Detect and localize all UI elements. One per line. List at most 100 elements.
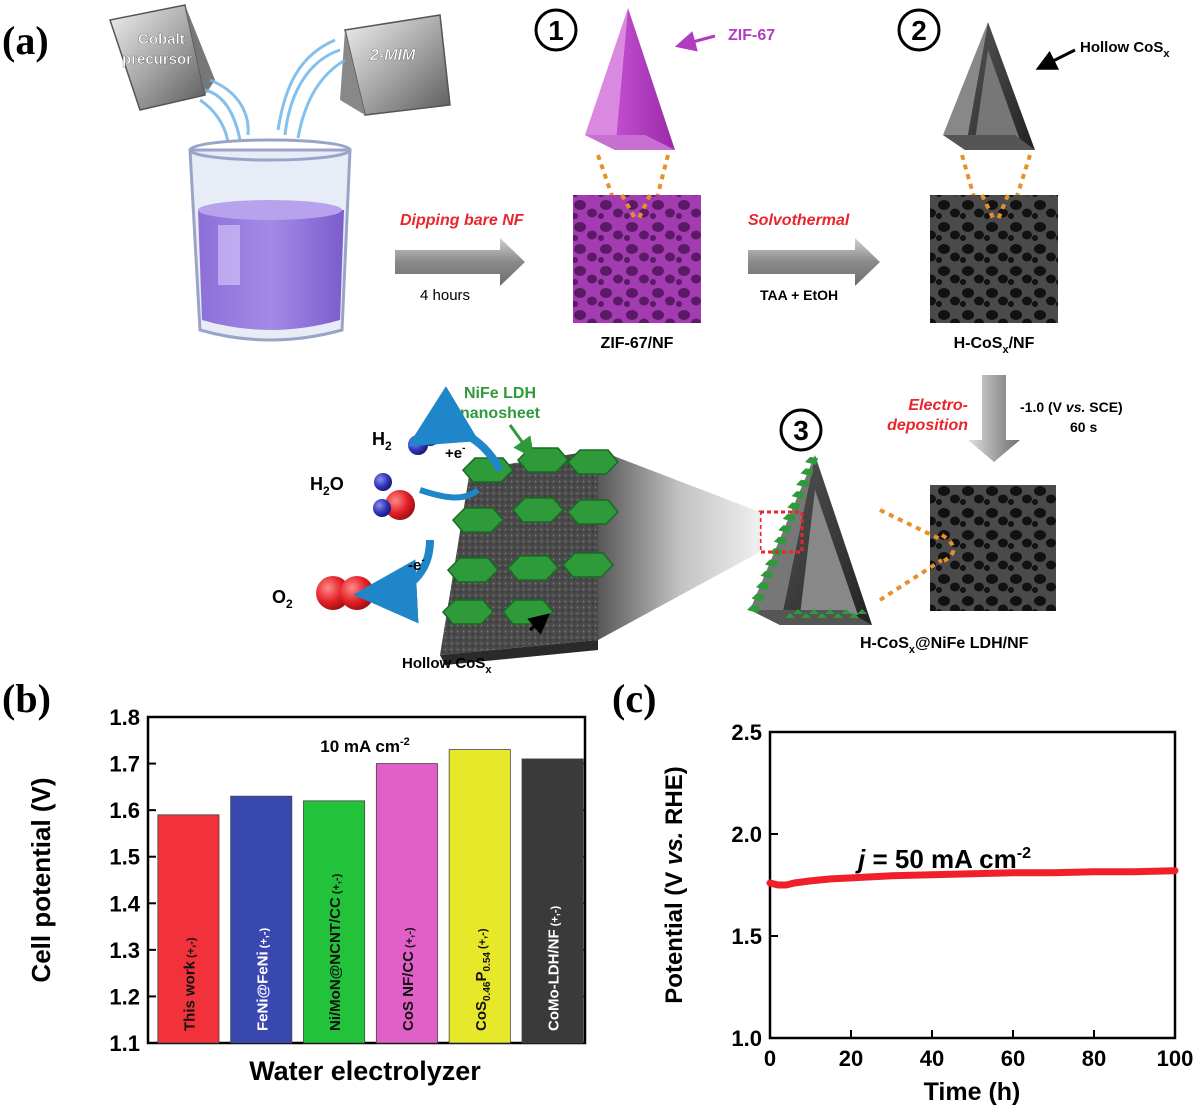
step-3-marker: 3 bbox=[779, 408, 823, 452]
prism-ldh-sheet bbox=[773, 536, 787, 545]
arrow-electrodeposition bbox=[968, 375, 1020, 462]
panel-c-letter: (c) bbox=[612, 676, 656, 721]
minus-e-label: -e- bbox=[408, 555, 425, 574]
hcosx-nf-label: H-CoSx/NF bbox=[954, 335, 1035, 356]
prism-ldh-sheet bbox=[760, 570, 774, 579]
cobalt-label-line2: precursor bbox=[122, 51, 192, 68]
coated-prism-sheets bbox=[747, 457, 867, 618]
h2o-molecule bbox=[373, 473, 415, 520]
water-stream-right bbox=[276, 38, 346, 139]
final-foam bbox=[930, 485, 1056, 611]
ldh-sheet bbox=[561, 552, 615, 578]
ldh-sheet bbox=[506, 555, 560, 581]
h2-molecule bbox=[408, 426, 440, 455]
y-tick-label-b: 1.6 bbox=[109, 798, 140, 823]
prism-ldh-sheet bbox=[841, 609, 851, 614]
current-density-annotation: 10 mA cm-2 bbox=[320, 736, 409, 756]
h2-label: H2 bbox=[372, 429, 392, 453]
y-tick-label-b: 1.3 bbox=[109, 938, 140, 963]
x-axis-title-b: Water electrolyzer bbox=[249, 1056, 481, 1086]
y-tick-label-c: 2.5 bbox=[731, 720, 762, 745]
nife-label-line2: nanosheet bbox=[460, 405, 541, 422]
current-j-annotation: j = 50 mA cm-2 bbox=[855, 844, 1031, 874]
solvothermal-label: Solvothermal bbox=[748, 212, 850, 229]
arrow-dipping bbox=[395, 238, 525, 286]
ldh-sheet bbox=[511, 497, 565, 523]
o2-label: O2 bbox=[272, 587, 293, 611]
panel-b: (b) 1.11.21.31.41.51.61.71.8 This work (… bbox=[2, 676, 587, 1086]
bar bbox=[375, 763, 438, 1044]
zoom-lines-final bbox=[878, 508, 956, 602]
prism-ldh-sheet bbox=[791, 491, 805, 500]
prism-ldh-sheet bbox=[805, 457, 818, 465]
x-axis-title-c: Time (h) bbox=[924, 1078, 1021, 1106]
water-arrow bbox=[419, 487, 480, 501]
ldh-sheet bbox=[566, 499, 620, 525]
bar-category-label: CoS0.46P0.54 (+,-) bbox=[473, 928, 493, 1031]
bar bbox=[230, 795, 293, 1044]
y-tick-label-c: 1.0 bbox=[731, 1026, 762, 1051]
prism-ldh-sheet bbox=[751, 593, 765, 602]
ldh-sheet bbox=[446, 557, 500, 583]
potential-label: -1.0 (V vs. SCE) bbox=[1020, 399, 1123, 415]
y-tick-label-b: 1.2 bbox=[109, 984, 140, 1009]
ldh-sheet bbox=[566, 449, 620, 475]
x-tick-label-c: 60 bbox=[1001, 1046, 1025, 1071]
final-product-label: H-CoSx@NiFe LDH/NF bbox=[860, 635, 1029, 656]
prism-ldh-sheet bbox=[785, 613, 795, 618]
cobalt-precursor-cup bbox=[109, 4, 215, 111]
panel-a: (a) Cobalt precursor 2-MIM bbox=[2, 4, 1170, 676]
electro-label-line1: Electro- bbox=[908, 397, 968, 414]
arrow-solvothermal bbox=[748, 238, 880, 286]
y-tick-label-c: 1.5 bbox=[731, 924, 762, 949]
panel-b-letter: (b) bbox=[2, 676, 51, 721]
plot-frame-b bbox=[146, 715, 587, 1045]
y-tick-label-b: 1.4 bbox=[109, 891, 140, 916]
ldh-sheet bbox=[461, 457, 515, 483]
bar bbox=[303, 800, 366, 1044]
prism-ldh-sheet bbox=[825, 609, 835, 614]
nife-pointer-arrow bbox=[508, 424, 535, 459]
y-tick-label-b: 1.1 bbox=[109, 1031, 140, 1056]
hollow-cosx-prism bbox=[943, 22, 1035, 150]
y-tick-label-b: 1.5 bbox=[109, 845, 140, 870]
mim-label: 2-MIM bbox=[369, 47, 416, 64]
nife-label-line1: NiFe LDH bbox=[464, 385, 536, 402]
prism-ldh-sheet bbox=[857, 609, 867, 614]
coated-prism bbox=[750, 455, 872, 625]
electro-label-line2: deposition bbox=[887, 417, 968, 434]
y-axis-title-c: Potential (V vs. RHE) bbox=[661, 766, 688, 1003]
plus-e-label: +e- bbox=[445, 443, 465, 462]
prism-ldh-sheet bbox=[833, 613, 843, 618]
bar-category-label: Ni/MoN@NCNT/CC (+,-) bbox=[327, 873, 344, 1031]
prism-ldh-sheet bbox=[817, 613, 827, 618]
svg-text:3: 3 bbox=[793, 415, 809, 446]
hollow-cosx-bottom-label: Hollow CoSx bbox=[402, 655, 492, 676]
cobalt-label-line1: Cobalt bbox=[138, 31, 185, 48]
reduction-arrow bbox=[407, 386, 504, 472]
prism-ldh-sheet bbox=[764, 559, 778, 568]
prism-ldh-sheet bbox=[801, 613, 811, 618]
bar bbox=[521, 758, 584, 1044]
taa-label: TAA + EtOH bbox=[760, 287, 838, 303]
ldh-sheet bbox=[451, 507, 505, 533]
bar bbox=[157, 814, 220, 1044]
ldh-sheet bbox=[441, 599, 495, 625]
bar-category-label: CoMo-LDH/NF (+,-) bbox=[546, 905, 563, 1031]
y-tick-label-c: 2.0 bbox=[731, 822, 762, 847]
zoom-lines-inner bbox=[620, 194, 1010, 223]
prism-ldh-sheet bbox=[796, 479, 810, 488]
dipping-label: Dipping bare NF bbox=[400, 212, 525, 229]
bar-category-label: CoS NF/CC (+,-) bbox=[400, 927, 417, 1031]
series-line bbox=[766, 867, 1179, 889]
zif-pointer-arrow bbox=[674, 31, 716, 52]
step-2-marker: 2 bbox=[897, 8, 941, 52]
prism-ldh-sheet bbox=[800, 468, 814, 477]
step-1-marker: 1 bbox=[534, 8, 578, 52]
hollow-bottom-pointer bbox=[527, 613, 551, 635]
zif-nf-label: ZIF-67/NF bbox=[601, 335, 674, 352]
zif67-prism bbox=[585, 8, 675, 150]
o2-molecule bbox=[316, 576, 374, 610]
zif67-nf-foam bbox=[573, 195, 701, 323]
